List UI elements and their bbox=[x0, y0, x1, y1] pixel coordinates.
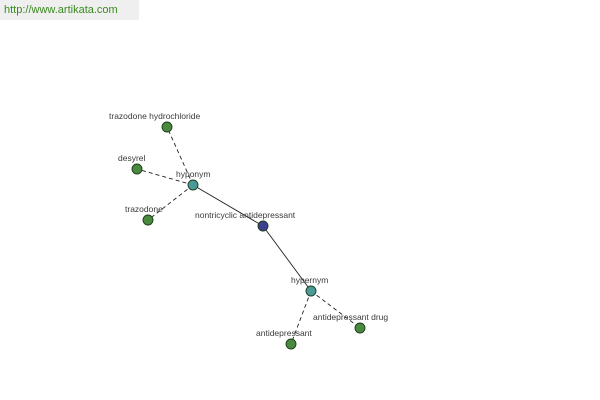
node-trazodone-hydrochloride[interactable] bbox=[161, 121, 173, 133]
node-antidepressant[interactable] bbox=[285, 338, 297, 350]
node-center[interactable] bbox=[257, 220, 269, 232]
edge-hyponym-desyrel bbox=[136, 168, 194, 186]
label-antidepressant: antidepressant bbox=[256, 328, 312, 338]
site-url-watermark: http://www.artikata.com bbox=[0, 0, 139, 20]
label-hypernym: hypernym bbox=[291, 275, 328, 285]
label-center: nontricyclic antidepressant bbox=[195, 210, 296, 220]
label-trazodone-hydrochloride: trazodone hydrochloride bbox=[109, 111, 200, 121]
node-hyponym[interactable] bbox=[187, 179, 199, 191]
node-antidepressant-drug[interactable] bbox=[354, 322, 366, 334]
edge-center-hyponym bbox=[192, 184, 264, 227]
node-hypernym[interactable] bbox=[305, 285, 317, 297]
label-hyponym: hyponym bbox=[176, 169, 211, 179]
node-desyrel[interactable] bbox=[131, 163, 143, 175]
edge-center-hypernym bbox=[262, 225, 312, 292]
label-trazodone: trazodone bbox=[125, 204, 163, 214]
edge-hyponym-trazodone-hydrochloride bbox=[166, 126, 194, 186]
edge-hypernym-antidepressant bbox=[290, 290, 312, 345]
label-antidepressant-drug: antidepressant drug bbox=[313, 312, 388, 322]
label-desyrel: desyrel bbox=[118, 153, 146, 163]
edge-hyponym-trazodone bbox=[147, 184, 194, 221]
node-trazodone[interactable] bbox=[142, 214, 154, 226]
edge-hypernym-antidepressant-drug bbox=[310, 290, 361, 329]
